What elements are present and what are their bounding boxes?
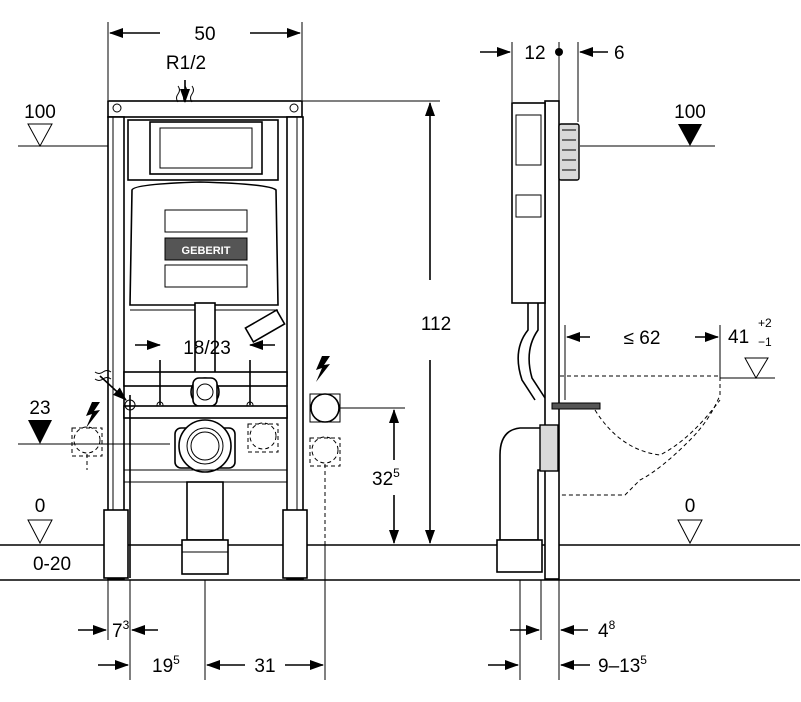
dim-depth-b: 6 [614, 43, 625, 64]
water-connection [124, 399, 136, 411]
access-opening [149, 121, 263, 175]
wc-bowl-outline [560, 375, 721, 496]
dim-offset-d: 48 [598, 618, 616, 642]
dim-thread: R1/2 [166, 53, 206, 74]
frame-side-profile [544, 100, 560, 580]
dim-width: 50 [194, 24, 215, 45]
level-marker-open [27, 123, 53, 148]
side-level-top-label: 100 [674, 102, 706, 123]
brand-label: GEBERIT [182, 245, 231, 257]
side-level-floor-label: 0 [685, 496, 696, 517]
dim-offset-a: 73 [112, 618, 130, 642]
floor-range-label: 0-20 [33, 554, 71, 575]
level-top-label: 100 [24, 102, 56, 123]
svg-text:+2: +2 [758, 316, 772, 330]
svg-text:−1: −1 [758, 335, 772, 349]
frame-right-leg [286, 116, 304, 580]
mounting-bolt [551, 402, 601, 410]
dim-height-mid: 325 [372, 466, 400, 490]
dim-height-total: 112 [421, 314, 451, 335]
electric-icon [86, 402, 100, 428]
dim-offset-c: 31 [254, 656, 275, 677]
dim-offset-b: 195 [152, 653, 180, 677]
side-view: 12 6 100 ≤ 62 41 +2 −1 0 48 9–135 [480, 42, 775, 680]
brand-plate [164, 237, 248, 261]
flush-plate [558, 123, 580, 181]
front-view: GEBERIT [0, 22, 800, 680]
dim-projection: ≤ 62 [624, 328, 661, 349]
level-mid-label: 23 [29, 398, 50, 419]
dim-depth-a: 12 [524, 43, 545, 64]
cistern-side [511, 102, 546, 304]
water-icon [94, 370, 112, 374]
water-icon [176, 85, 180, 103]
dim-bowl-height: 41 [728, 327, 749, 348]
frame-top-bar [107, 100, 303, 118]
level-marker-filled [28, 420, 52, 444]
drain-bend [499, 427, 549, 541]
level-floor-label: 0 [35, 496, 46, 517]
electrical-socket [310, 393, 340, 423]
electric-icon [316, 356, 330, 382]
dim-rod-spacing: 18/23 [183, 338, 231, 359]
drain-pipe [186, 481, 224, 541]
dim-offset-e: 9–135 [598, 653, 647, 677]
frame-left-leg [107, 116, 125, 580]
